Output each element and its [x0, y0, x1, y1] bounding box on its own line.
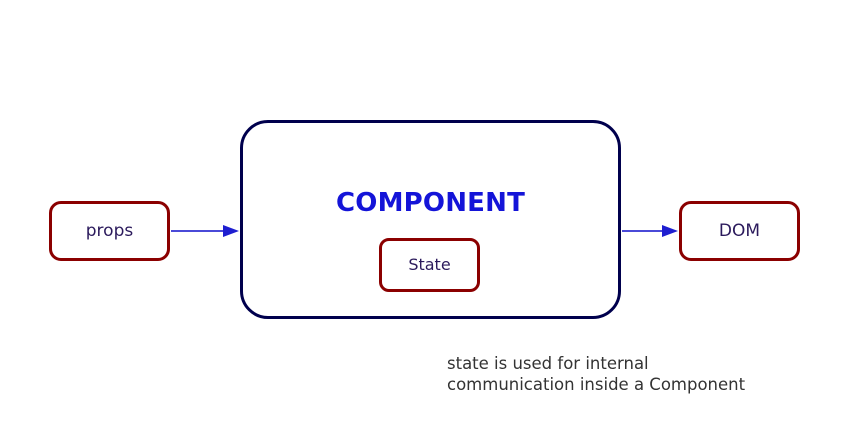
caption-line-2: communication inside a Component [447, 375, 746, 394]
diagram-caption: state is used for internal communication… [447, 353, 807, 395]
node-state[interactable]: State [379, 238, 480, 292]
node-props-label: props [85, 220, 134, 241]
node-props[interactable]: props [49, 201, 170, 261]
node-component[interactable]: COMPONENT [240, 120, 621, 319]
component-title: COMPONENT [335, 188, 526, 218]
arrow-right-icon [622, 225, 678, 237]
arrow-component-to-dom [622, 224, 678, 238]
node-dom-label: DOM [718, 220, 761, 241]
caption-line-1: state is used for internal [447, 354, 649, 373]
node-state-label: State [408, 255, 451, 274]
arrow-right-icon [171, 225, 239, 237]
arrow-props-to-component [171, 224, 239, 238]
node-dom[interactable]: DOM [679, 201, 800, 261]
